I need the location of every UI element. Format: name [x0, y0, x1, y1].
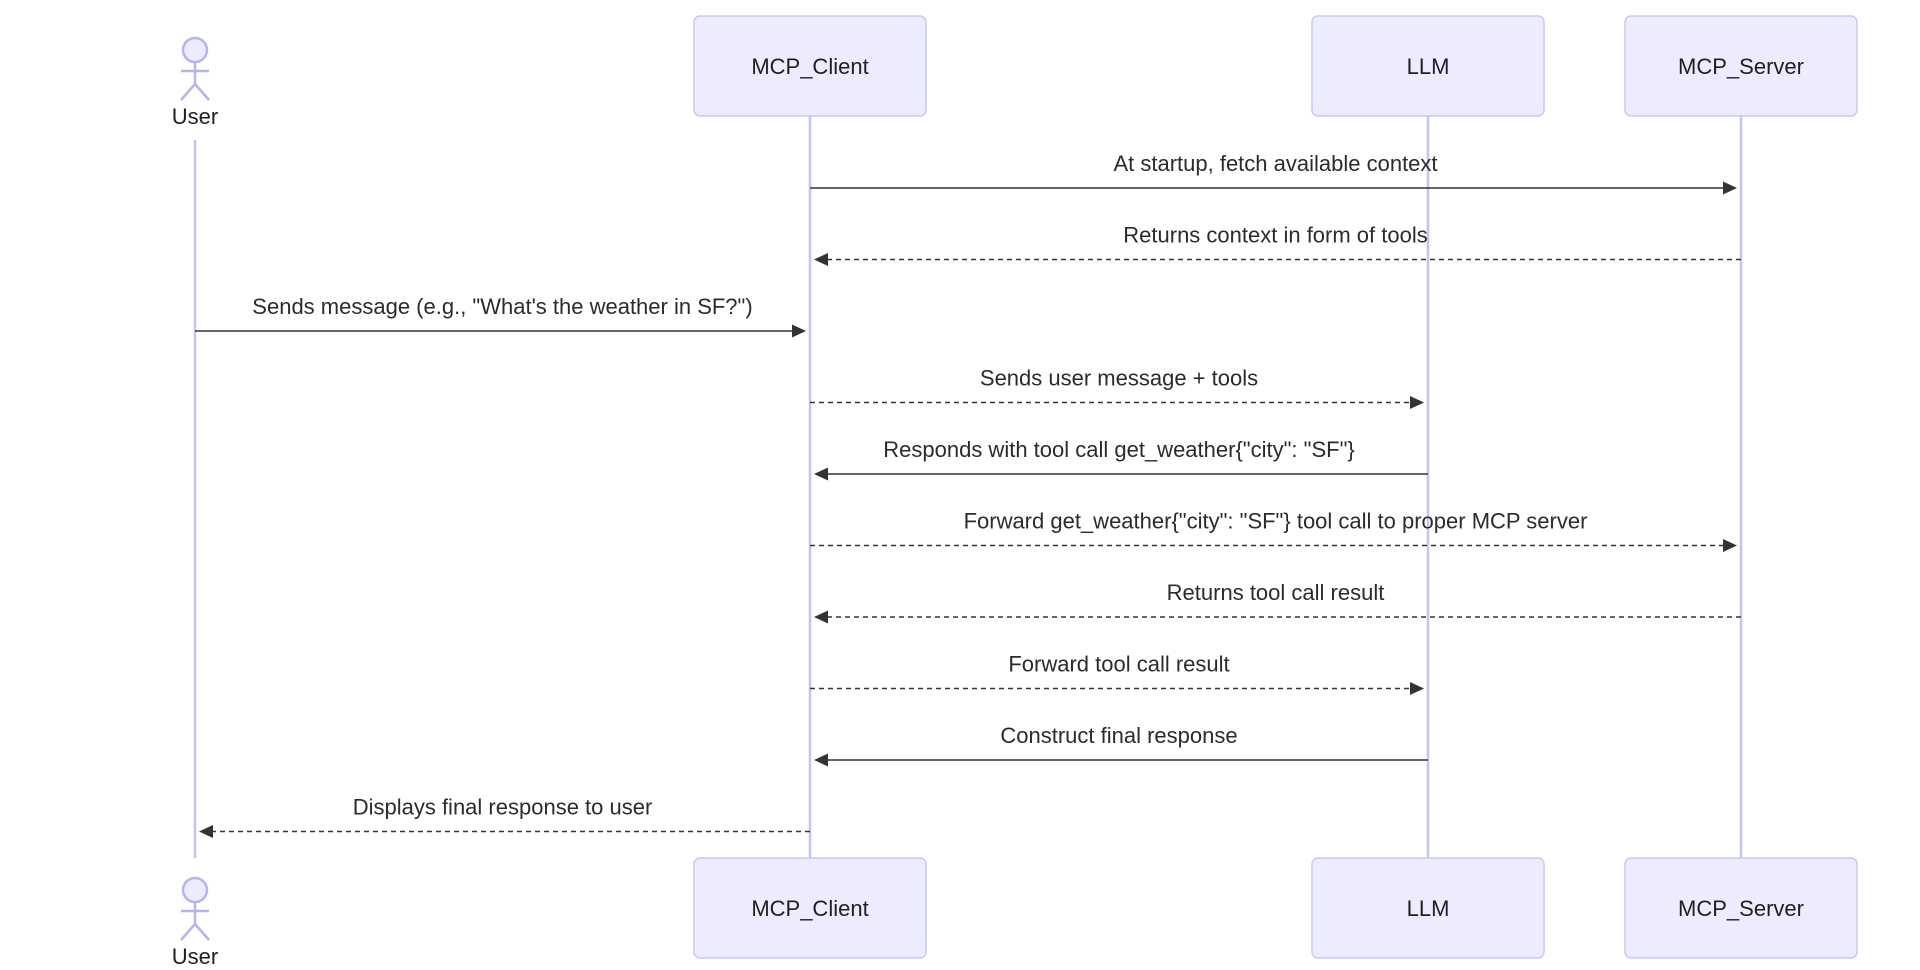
participant-box-bottom-client: MCP_Client: [693, 857, 927, 959]
arrowhead-icon: [814, 753, 828, 767]
message-label: Sends message (e.g., "What's the weather…: [252, 294, 752, 319]
messages: At startup, fetch available contextRetur…: [195, 151, 1741, 838]
participant-label: LLM: [1407, 896, 1450, 921]
message-9: Construct final response: [814, 723, 1428, 767]
message-10: Displays final response to user: [199, 795, 810, 838]
lifelines: [193, 116, 1743, 858]
participant-label: MCP_Server: [1678, 896, 1804, 921]
message-3: Sends message (e.g., "What's the weather…: [195, 294, 806, 338]
message-7: Returns tool call result: [814, 580, 1741, 624]
message-label: Displays final response to user: [353, 795, 653, 820]
message-label: Forward tool call result: [1008, 652, 1229, 677]
participants-top: User MCP_Client LLM MCP_Server: [172, 15, 1858, 129]
participants-bottom: User MCP_Client LLM MCP_Server: [172, 857, 1858, 969]
actor-label: User: [172, 944, 218, 969]
arrowhead-icon: [792, 324, 806, 338]
message-8: Forward tool call result: [810, 652, 1424, 695]
participant-label: LLM: [1407, 54, 1450, 79]
message-4: Sends user message + tools: [810, 366, 1424, 409]
participant-label: MCP_Client: [751, 896, 868, 921]
arrowhead-icon: [1723, 181, 1737, 195]
message-5: Responds with tool call get_weather{"cit…: [814, 437, 1428, 481]
message-label: Construct final response: [1000, 723, 1237, 748]
message-label: Forward get_weather{"city": "SF"} tool c…: [964, 509, 1588, 534]
user-actor-icon: [180, 36, 210, 101]
actor-top: User: [172, 36, 218, 129]
participant-label: MCP_Server: [1678, 54, 1804, 79]
actor-bottom: User: [172, 876, 218, 969]
actor-label: User: [172, 104, 218, 129]
arrowhead-icon: [1410, 682, 1424, 695]
message-label: At startup, fetch available context: [1113, 151, 1437, 176]
participant-box-bottom-llm: LLM: [1311, 857, 1545, 959]
message-2: Returns context in form of tools: [814, 223, 1741, 266]
arrowhead-icon: [814, 467, 828, 481]
message-1: At startup, fetch available context: [810, 151, 1737, 195]
message-label: Returns tool call result: [1167, 580, 1385, 605]
arrowhead-icon: [1410, 396, 1424, 409]
arrowhead-icon: [814, 253, 828, 266]
message-label: Responds with tool call get_weather{"cit…: [883, 437, 1354, 462]
participant-box-top-llm: LLM: [1311, 15, 1545, 117]
user-actor-icon: [180, 876, 210, 941]
message-6: Forward get_weather{"city": "SF"} tool c…: [810, 509, 1737, 552]
message-label: Sends user message + tools: [980, 366, 1258, 391]
message-label: Returns context in form of tools: [1123, 223, 1427, 248]
participant-box-bottom-server: MCP_Server: [1624, 857, 1858, 959]
participant-box-top-server: MCP_Server: [1624, 15, 1858, 117]
arrowhead-icon: [199, 825, 213, 838]
arrowhead-icon: [814, 610, 828, 624]
participant-label: MCP_Client: [751, 54, 868, 79]
participant-box-top-client: MCP_Client: [693, 15, 927, 117]
arrowhead-icon: [1723, 539, 1737, 552]
